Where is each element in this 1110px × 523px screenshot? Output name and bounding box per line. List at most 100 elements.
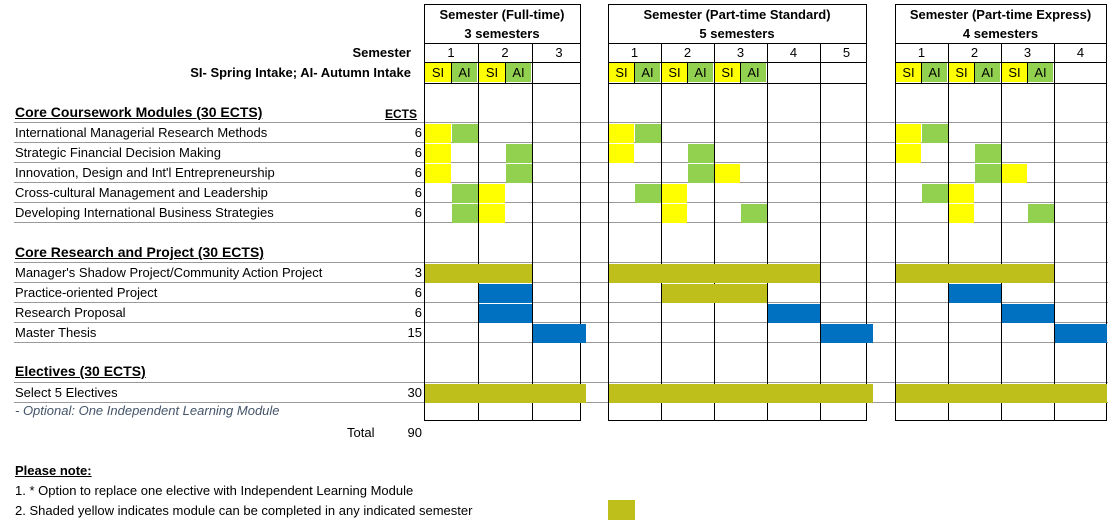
module-ects: 30 [407,385,422,400]
autumn-intake-cell: AI [506,63,531,82]
spring-intake-cell: SI [896,63,921,82]
semester-column-divider [1001,43,1002,421]
semester-column-divider [661,43,662,421]
spring-intake-cell: SI [609,63,634,82]
module-span-olive [609,384,873,403]
module-slot-yellow [609,144,634,163]
module-slot-green [452,124,478,143]
module-slot-green [688,144,714,163]
module-label: Innovation, Design and Int'l Entrepreneu… [15,165,275,180]
intake-divider [634,62,635,83]
autumn-intake-cell: AI [452,63,477,82]
autumn-intake-cell: AI [975,63,1000,82]
module-ects: 6 [414,205,422,220]
module-slot-yellow [949,184,974,203]
module-slot-yellow [609,124,634,143]
semester-column-divider [714,43,715,421]
module-slot-green [975,164,1001,183]
module-span-blue [1055,324,1107,343]
spring-intake-cell: SI [949,63,974,82]
row-divider [14,322,1108,323]
module-span-blue [1002,304,1054,323]
semester-number: 3 [555,45,563,60]
module-span-olive [896,264,1054,283]
semester-number-divider [424,62,580,63]
semester-row-label: Semester [352,45,411,60]
autumn-intake-cell: AI [688,63,713,82]
module-span-blue [949,284,1001,303]
semester-group-box [608,4,867,421]
row-divider [14,162,1108,163]
group-header-divider [608,43,866,44]
group-subtitle-parttime-standard: 5 semesters [699,26,775,41]
module-slot-green [975,144,1001,163]
module-slot-green [452,184,478,203]
spring-intake-cell: SI [479,63,505,82]
spring-intake-cell: SI [715,63,740,82]
total-value: 90 [407,425,422,440]
intake-row-bottom [895,83,1106,84]
semester-column-divider [532,43,533,421]
intake-divider [451,62,452,83]
semester-column-divider [820,43,821,421]
module-span-blue [768,304,820,323]
intake-divider [974,62,975,83]
semester-column-divider [767,43,768,421]
module-ects: 6 [414,185,422,200]
module-ects: 6 [414,145,422,160]
row-divider [14,382,1108,383]
semester-number: 3 [736,45,745,60]
intake-divider [505,62,506,83]
section-core-research: Core Research and Project (30 ECTS) [15,244,264,260]
note-item: 2. Shaded yellow indicates module can be… [15,503,473,518]
semester-number-divider [608,62,866,63]
intake-divider [921,62,922,83]
module-label: International Managerial Research Method… [15,125,268,140]
module-ects: 15 [407,325,422,340]
module-slot-green [506,144,532,163]
module-slot-yellow [479,204,505,223]
module-slot-green [1028,204,1054,223]
row-divider [14,282,1108,283]
module-span-olive [425,384,586,403]
note-item: 1. * Option to replace one elective with… [15,483,414,498]
row-divider [14,222,1108,223]
module-label: Cross-cultural Management and Leadership [15,185,268,200]
row-divider [14,122,1108,123]
module-slot-green [741,204,767,223]
row-divider [14,262,1108,263]
module-ects: 6 [414,305,422,320]
group-header-divider [424,43,580,44]
semester-number-divider [895,62,1106,63]
semester-number: 4 [789,45,798,60]
semester-number: 2 [970,45,979,60]
semester-number: 4 [1076,45,1085,60]
semester-number: 3 [1023,45,1032,60]
module-slot-yellow [662,184,687,203]
semester-number: 5 [842,45,851,60]
semester-number: 1 [630,45,639,60]
autumn-intake-cell: AI [1028,63,1053,82]
module-slot-yellow [425,164,451,183]
module-slot-yellow [896,124,921,143]
semester-column-divider [478,43,479,421]
spring-intake-cell: SI [1002,63,1027,82]
spring-intake-cell: SI [425,63,451,82]
intake-row-bottom [608,83,866,84]
autumn-intake-cell: AI [741,63,766,82]
intake-legend-label: SI- Spring Intake; AI- Autumn Intake [190,65,411,80]
group-header-divider [895,43,1106,44]
total-label: Total [347,425,375,440]
module-slot-yellow [479,184,505,203]
autumn-intake-cell: AI [635,63,660,82]
module-slot-green [922,184,948,203]
semester-group-box [424,4,581,421]
module-ects: 6 [414,285,422,300]
module-span-blue [533,324,586,343]
intake-row-bottom [424,83,580,84]
section-electives: Electives (30 ECTS) [15,363,146,379]
module-label: Select 5 Electives [15,385,118,400]
row-divider [14,302,1108,303]
olive-legend-swatch [608,500,635,520]
